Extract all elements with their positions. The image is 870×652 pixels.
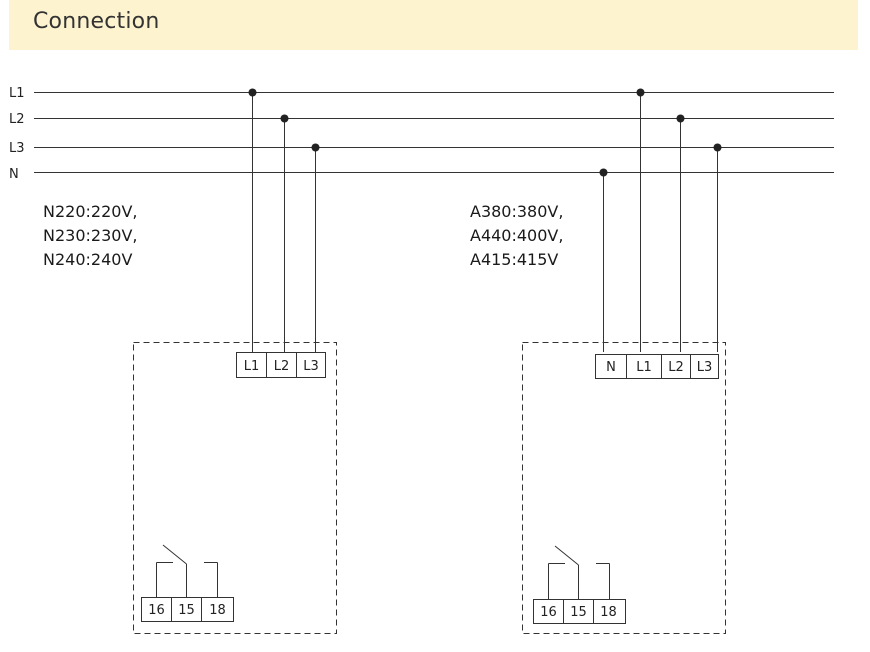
right-voltage-list: A380:380V, A440:400V, A415:415V bbox=[470, 200, 563, 272]
voltage-option: A440:400V, bbox=[470, 226, 564, 245]
right-relay-terminals: 16 15 18 bbox=[533, 599, 626, 624]
relay-terminal-label: 16 bbox=[540, 605, 557, 620]
terminal-label: L1 bbox=[244, 359, 260, 374]
relay-terminal-label: 18 bbox=[600, 605, 617, 620]
voltage-option: N220:220V, bbox=[43, 202, 138, 221]
left-input-terminals: L1 L2 L3 bbox=[236, 352, 326, 378]
voltage-option: A415:415V bbox=[470, 250, 559, 269]
right-input-terminals: N L1 L2 L3 bbox=[595, 354, 719, 379]
left-relay-terminals: 16 15 18 bbox=[141, 597, 234, 622]
terminal-label: N bbox=[606, 360, 616, 375]
junction-dot bbox=[713, 143, 722, 152]
left-device-junctions bbox=[248, 88, 320, 152]
line-label-l3: L3 bbox=[9, 141, 25, 156]
terminal-label: L3 bbox=[303, 359, 319, 374]
terminal-label: L3 bbox=[697, 360, 713, 375]
line-label-l2: L2 bbox=[9, 112, 25, 127]
section-header: Connection bbox=[9, 0, 858, 50]
relay-terminal-label: 15 bbox=[178, 603, 195, 618]
relay-terminal-label: 15 bbox=[570, 605, 587, 620]
right-device-junctions bbox=[599, 88, 722, 177]
junction-dot bbox=[676, 114, 685, 123]
relay-terminal-label: 18 bbox=[209, 603, 226, 618]
left-device-outline bbox=[133, 342, 337, 634]
line-label-l1: L1 bbox=[9, 86, 25, 101]
terminal-label: L2 bbox=[668, 360, 684, 375]
voltage-option: A380:380V, bbox=[470, 202, 564, 221]
section-title: Connection bbox=[33, 9, 160, 34]
right-device-outline bbox=[522, 342, 726, 634]
terminal-label: L1 bbox=[636, 360, 652, 375]
junction-dot bbox=[248, 88, 257, 97]
left-device-wires bbox=[252, 92, 316, 352]
right-relay-contact bbox=[548, 545, 610, 599]
right-device-wires bbox=[603, 92, 718, 352]
junction-dot bbox=[311, 143, 320, 152]
voltage-option: N240:240V bbox=[43, 250, 133, 269]
relay-terminal-label: 16 bbox=[148, 603, 165, 618]
junction-dot bbox=[636, 88, 645, 97]
terminal-label: L2 bbox=[274, 359, 290, 374]
junction-dot bbox=[280, 114, 289, 123]
left-relay-contact bbox=[156, 544, 218, 597]
junction-dot bbox=[599, 168, 608, 177]
voltage-option: N230:230V, bbox=[43, 226, 138, 245]
supply-lines bbox=[34, 92, 834, 173]
left-voltage-list: N220:220V, N230:230V, N240:240V bbox=[43, 200, 137, 272]
line-label-n: N bbox=[9, 167, 19, 182]
